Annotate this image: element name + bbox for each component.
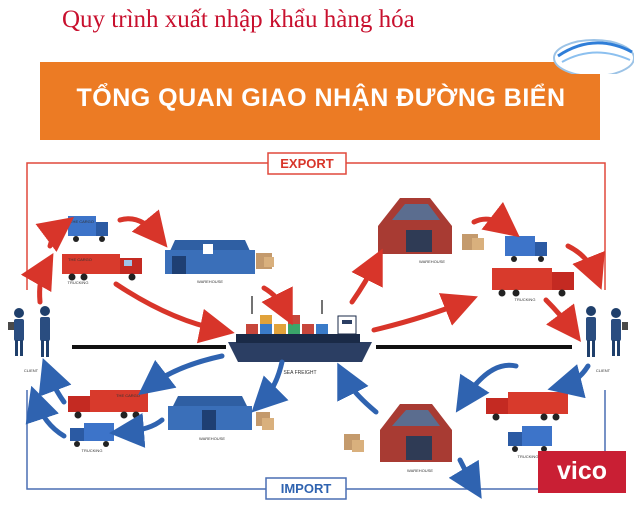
- export-label: EXPORT: [280, 156, 334, 171]
- warehouse-bottom-left-label: WAREHOUSE: [199, 436, 225, 441]
- warehouse-top-left-label: WAREHOUSE: [197, 279, 223, 284]
- warehouse-bottom-right-label: WAREHOUSE: [407, 468, 433, 473]
- client-left-icon: [8, 306, 50, 357]
- warehouse-bottom-right-icon: [344, 404, 452, 462]
- svg-text:THE CARGO: THE CARGO: [70, 219, 94, 224]
- truck-red-bottom-left-icon: THE CARGO: [68, 390, 148, 419]
- export-arrows: [20, 201, 605, 344]
- import-label-box: IMPORT: [265, 477, 347, 500]
- trucking-top-left-label: TRUCKING: [68, 280, 89, 285]
- section-banner: TỔNG QUAN GIAO NHẬN ĐƯỜNG BIỂN: [40, 62, 600, 140]
- export-label-box: EXPORT: [267, 152, 347, 175]
- vico-logo: vico: [538, 451, 626, 493]
- trucking-bottom-right-label: TRUCKING: [518, 454, 539, 459]
- trucking-top-right-label: TRUCKING: [515, 297, 536, 302]
- client-left-label: CLIENT: [24, 368, 39, 373]
- truck-red-bottom-right-icon: [486, 392, 568, 421]
- page-title: Quy trình xuất nhập khẩu hàng hóa: [62, 6, 415, 33]
- truck-blue-bottom-right-icon: [508, 426, 552, 452]
- client-right-icon: [586, 306, 628, 357]
- warehouse-top-right-icon: [378, 198, 484, 254]
- truck-red-top-right-icon: [492, 268, 574, 297]
- import-arrows: [25, 353, 591, 499]
- svg-text:THE CARGO: THE CARGO: [68, 257, 92, 262]
- truck-red-top-left-icon: THE CARGO: [62, 254, 142, 281]
- warehouse-top-left-icon: [165, 240, 274, 274]
- trucking-bottom-left-label: TRUCKING: [82, 448, 103, 453]
- sea-freight-label: SEA FREIGHT: [283, 370, 316, 376]
- client-right-label: CLIENT: [596, 368, 611, 373]
- truck-blue-top-right-icon: [505, 236, 547, 262]
- cargo-ship-icon: [228, 296, 372, 362]
- warehouse-top-right-label: WAREHOUSE: [419, 259, 445, 264]
- banner-title: TỔNG QUAN GIAO NHẬN ĐƯỜNG BIỂN: [76, 84, 566, 112]
- export-frame: [26, 162, 606, 290]
- truck-blue-bottom-left-icon: [70, 423, 114, 447]
- svg-text:THE CARGO: THE CARGO: [116, 393, 140, 398]
- warehouse-bottom-left-icon: [168, 396, 274, 430]
- vico-logo-text: vico: [556, 457, 608, 485]
- import-label: IMPORT: [281, 481, 332, 496]
- truck-blue-small-top-left-icon: THE CARGO: [68, 216, 108, 242]
